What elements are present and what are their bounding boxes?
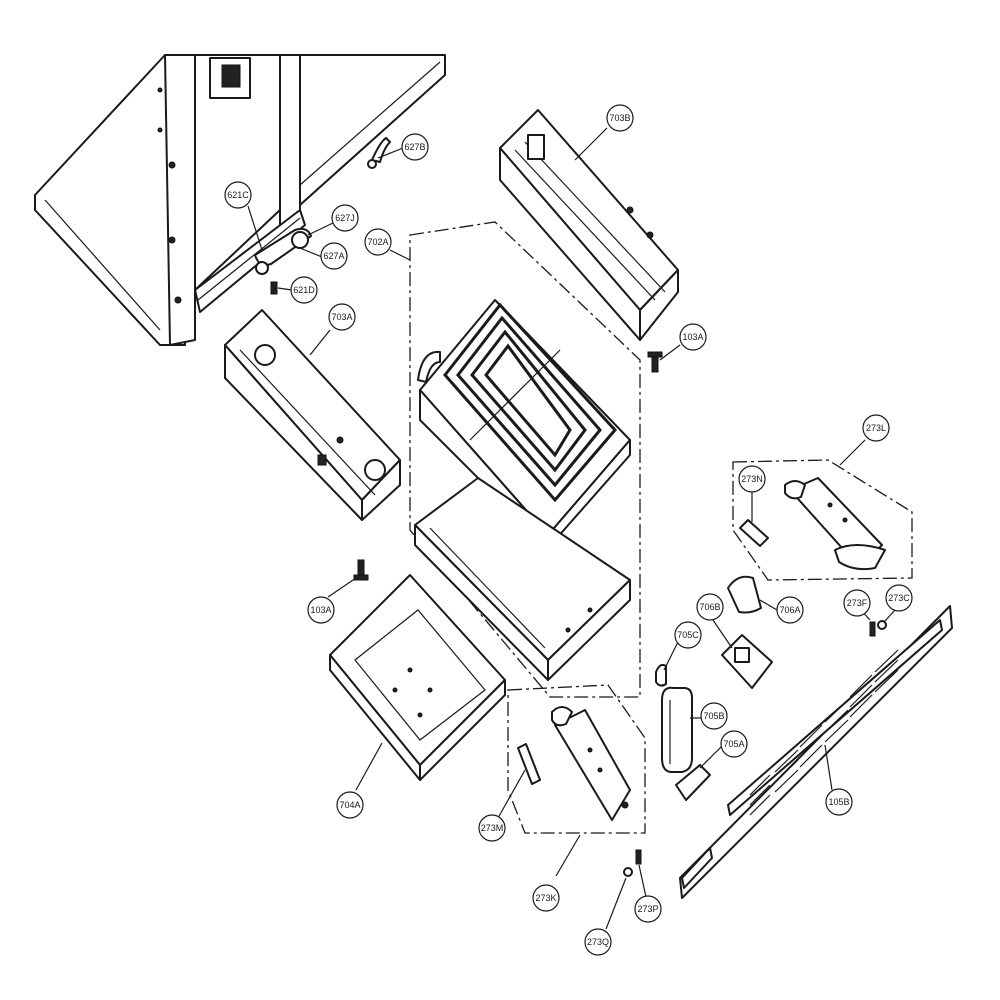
callout-705A: 705A [720, 730, 748, 758]
svg-text:273N: 273N [741, 474, 763, 484]
rail-703A [224, 309, 401, 521]
callout-273M: 273M [478, 814, 506, 842]
kickplate-105B [679, 605, 953, 899]
callout-627A: 627A [320, 242, 348, 270]
callout-705B: 705B [700, 702, 728, 730]
pin-273N [739, 519, 769, 547]
part-621D-screw [270, 281, 278, 295]
part-627J-627A-motor [254, 227, 312, 275]
screw-103A-left [353, 559, 369, 581]
cabinet-body [34, 54, 446, 346]
switch-706B [721, 634, 773, 689]
callout-703B: 703B [606, 104, 634, 132]
svg-text:105B: 105B [828, 797, 849, 807]
clip-705C [655, 663, 667, 687]
svg-text:703B: 703B [609, 113, 630, 123]
callout-273N: 273N [738, 465, 766, 493]
callout-621C: 621C [224, 181, 252, 209]
svg-text:705C: 705C [677, 630, 699, 640]
callout-103A-left: 103A [307, 596, 335, 624]
part-627B-hinge [367, 137, 391, 169]
cover-706A [727, 575, 762, 614]
svg-text:273K: 273K [535, 893, 556, 903]
svg-text:273L: 273L [866, 423, 886, 433]
svg-text:627J: 627J [335, 213, 355, 223]
callout-627J: 627J [331, 204, 359, 232]
callout-273L: 273L [862, 414, 890, 442]
callout-273F: 273F [843, 589, 871, 617]
pin-273M [517, 743, 541, 785]
svg-text:706B: 706B [699, 602, 720, 612]
rail-703B [499, 109, 679, 341]
callout-273P: 273P [634, 895, 662, 923]
fastener-273C [877, 620, 887, 630]
svg-text:705B: 705B [703, 711, 724, 721]
fastener-273Q [623, 867, 633, 877]
lower-tray [414, 477, 631, 681]
svg-text:273Q: 273Q [587, 937, 609, 947]
svg-text:621C: 621C [227, 190, 249, 200]
svg-text:704A: 704A [339, 800, 360, 810]
drawer-pan-704A [329, 574, 506, 781]
fastener-273F [869, 621, 876, 637]
callout-621D: 621D [290, 276, 318, 304]
callout-706A: 706A [776, 596, 804, 624]
svg-text:705A: 705A [723, 739, 744, 749]
assembly-273K-outline [507, 684, 646, 834]
callout-273C: 273C [885, 584, 913, 612]
svg-text:627A: 627A [323, 251, 344, 261]
hinge-bracket-273L [784, 477, 886, 571]
callout-704A: 704A [336, 791, 364, 819]
leader-lines [247, 127, 896, 930]
callout-702A: 702A [364, 228, 392, 256]
svg-text:627B: 627B [404, 142, 425, 152]
svg-text:273M: 273M [481, 823, 504, 833]
svg-text:273P: 273P [637, 904, 658, 914]
screw-103A-right [647, 351, 663, 373]
svg-text:706A: 706A [779, 605, 800, 615]
svg-text:621D: 621D [293, 285, 315, 295]
svg-text:273C: 273C [888, 593, 910, 603]
fastener-273P-bottom [635, 849, 642, 865]
hinge-bracket-273K [551, 706, 631, 821]
handle-705B [661, 686, 693, 773]
svg-text:103A: 103A [310, 605, 331, 615]
callout-627B: 627B [401, 133, 429, 161]
callout-706B: 706B [696, 593, 724, 621]
bracket-705A [675, 764, 711, 801]
callout-705C: 705C [674, 621, 702, 649]
callout-103A-right: 103A [679, 323, 707, 351]
callout-105B: 105B [825, 788, 853, 816]
svg-text:103A: 103A [682, 332, 703, 342]
svg-text:702A: 702A [367, 237, 388, 247]
callout-273Q: 273Q [584, 928, 612, 956]
svg-text:703A: 703A [331, 312, 352, 322]
assembly-702A-outline [409, 221, 641, 698]
callout-703A-top: 703A [328, 303, 356, 331]
callout-273K: 273K [532, 884, 560, 912]
svg-text:273F: 273F [847, 598, 868, 608]
assembly-273L-outline [732, 459, 913, 581]
